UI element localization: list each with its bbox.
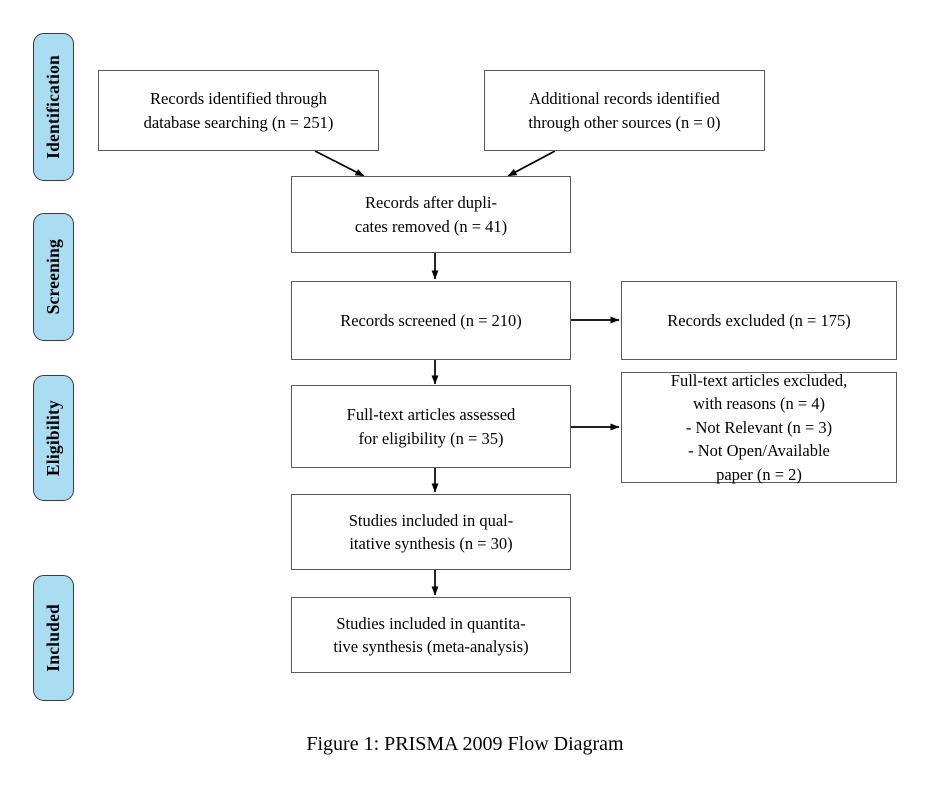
stage-tab-identification-label: Identification: [43, 55, 63, 159]
stage-tab-included: Included: [33, 575, 74, 701]
stage-tab-eligibility: Eligibility: [33, 375, 74, 501]
box-records-identified-database-text: Records identified through database sear…: [143, 89, 334, 132]
box-records-after-duplicates: Records after dupli- cates removed (n = …: [291, 176, 571, 253]
stage-tab-screening: Screening: [33, 213, 74, 341]
box-fulltext-assessed-text: Full-text articles assessed for eligibil…: [346, 405, 516, 448]
stage-tab-identification: Identification: [33, 33, 74, 181]
box-fulltext-excluded-text: Full-text articles excluded, with reason…: [670, 370, 848, 484]
box-quantitative-synthesis-text: Studies included in quantita- tive synth…: [333, 613, 529, 656]
box-records-after-duplicates-text: Records after dupli- cates removed (n = …: [354, 193, 508, 236]
edge-additional-to-duplicates: [507, 150, 556, 177]
box-records-identified-database: Records identified through database sear…: [98, 70, 379, 151]
box-records-screened-text: Records screened (n = 210): [340, 310, 522, 330]
box-qualitative-synthesis-text: Studies included in qual- itative synthe…: [348, 510, 514, 553]
box-qualitative-synthesis: Studies included in qual- itative synthe…: [291, 494, 571, 570]
box-fulltext-assessed: Full-text articles assessed for eligibil…: [291, 385, 571, 468]
box-fulltext-excluded: Full-text articles excluded, with reason…: [621, 370, 897, 484]
box-additional-records-other-sources-text: Additional records identified through ot…: [528, 89, 721, 132]
figure-caption: Figure 1: PRISMA 2009 Flow Diagram: [306, 733, 624, 755]
box-records-screened: Records screened (n = 210): [291, 281, 571, 360]
box-quantitative-synthesis: Studies included in quantita- tive synth…: [291, 597, 571, 673]
box-records-excluded: Records excluded (n = 175): [621, 281, 897, 360]
box-records-excluded-text: Records excluded (n = 175): [667, 310, 851, 330]
box-additional-records-other-sources: Additional records identified through ot…: [484, 70, 765, 151]
stage-tab-included-label: Included: [43, 604, 63, 672]
edge-identified-to-duplicates: [314, 150, 365, 177]
stage-tab-screening-label: Screening: [43, 239, 63, 315]
stage-tab-eligibility-label: Eligibility: [43, 399, 63, 477]
